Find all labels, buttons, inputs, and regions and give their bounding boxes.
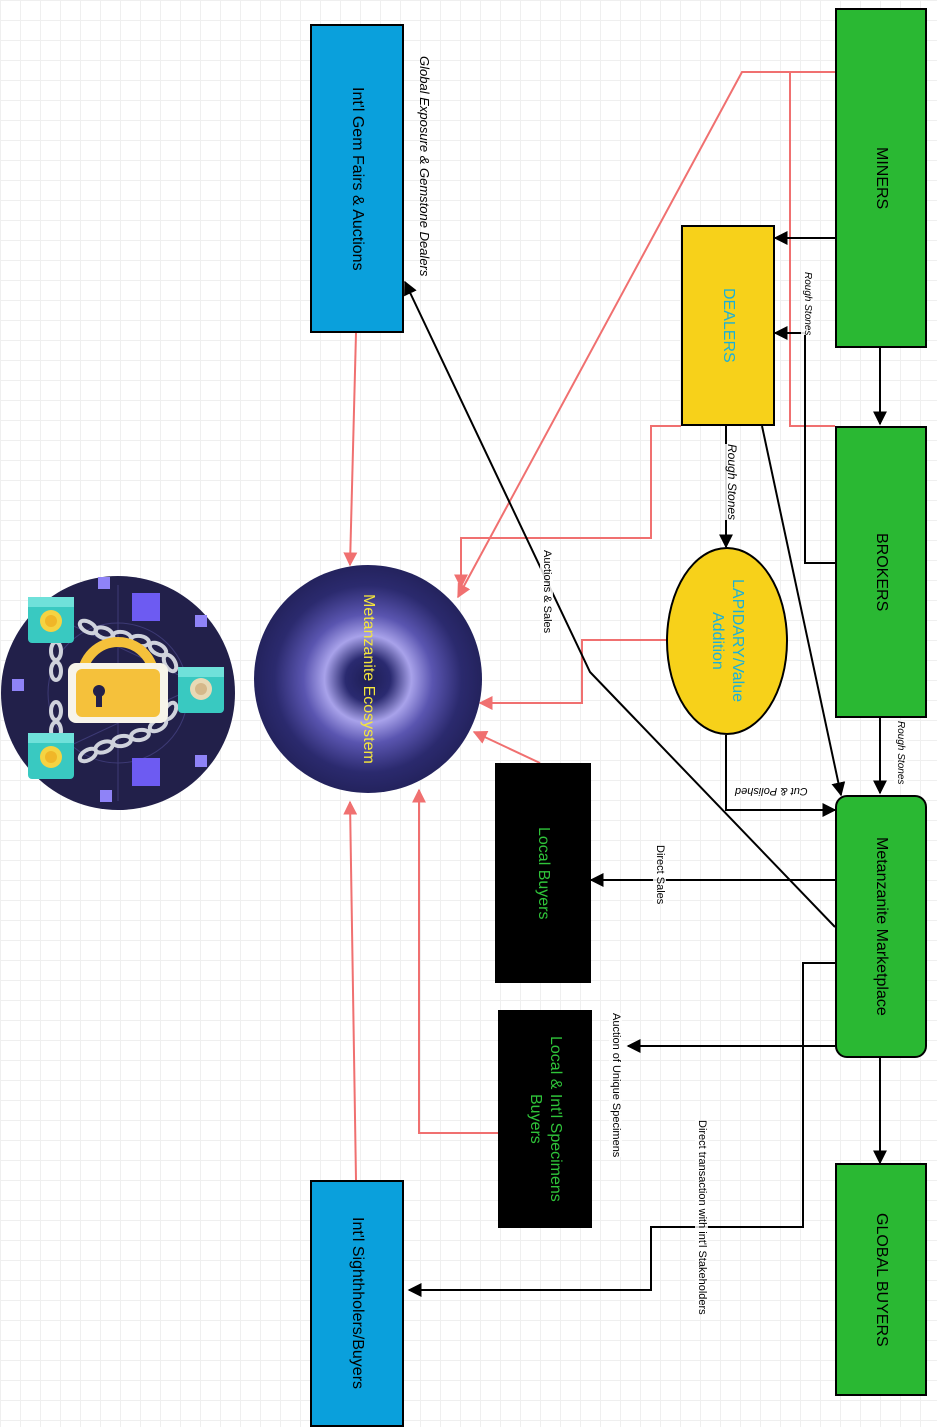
global-exposure-label: Global Exposure & Gemstone Dealers [417, 56, 432, 276]
gem-fairs-label: Int'l Gem Fairs & Auctions [347, 87, 367, 271]
edge-brokers-redloop [790, 72, 835, 426]
global-buyers-label: GLOBAL BUYERS [871, 1213, 891, 1347]
gem-fairs-node[interactable]: Int'l Gem Fairs & Auctions [310, 24, 404, 333]
dealers-node[interactable]: DEALERS [681, 225, 775, 426]
direct-sales-label: Direct Sales [653, 845, 666, 904]
miners-label: MINERS [871, 147, 891, 209]
rough-stones-label-1: Rough Stones [801, 272, 814, 335]
cut-polished-label: Cut & Polished [735, 784, 808, 797]
edge-miners-ecosystem [458, 72, 835, 597]
lapidary-node[interactable]: LAPIDARY/Value Addition [666, 547, 788, 735]
dealers-label: DEALERS [718, 288, 738, 363]
direct-transaction-label: Direct transaction with int'l Stakeholde… [695, 1120, 708, 1315]
edge-marketplace-sightholders [409, 963, 835, 1290]
rough-stones-label-2: Rough Stones [724, 444, 739, 520]
brokers-label: BROKERS [871, 533, 891, 611]
edge-localbuyers-ecosystem [474, 732, 540, 763]
edge-dealers-ecosystem [461, 426, 681, 587]
sightholders-node[interactable]: Int'l Sighthholers/Buyers [310, 1180, 404, 1427]
edge-gemfairs-ecosystem [350, 333, 356, 565]
rough-stones-label-3: Rough Stones [894, 721, 907, 784]
specimen-buyers-label: Local & Int'l Specimens Buyers [525, 1036, 565, 1202]
specimen-buyers-node[interactable]: Local & Int'l Specimens Buyers [498, 1010, 592, 1228]
lapidary-label: LAPIDARY/Value Addition [707, 579, 747, 702]
ecosystem-label: Metanzanite Ecosystem [359, 594, 377, 764]
edge-sightholders-ecosystem [350, 802, 356, 1180]
global-buyers-node[interactable]: GLOBAL BUYERS [835, 1163, 927, 1396]
sightholders-label: Int'l Sighthholers/Buyers [347, 1217, 367, 1389]
auctions-sales-label: Auctions & Sales [540, 550, 553, 633]
miners-node[interactable]: MINERS [835, 8, 927, 348]
ecosystem-node[interactable]: Metanzanite Ecosystem [254, 565, 482, 793]
marketplace-label: Metanzanite Marketplace [871, 837, 891, 1016]
edge-specimens-ecosystem [419, 790, 498, 1133]
brokers-node[interactable]: BROKERS [835, 426, 927, 718]
marketplace-node[interactable]: Metanzanite Marketplace [835, 795, 927, 1058]
edge-lapidary-marketplace [726, 735, 835, 810]
local-buyers-label: Local Buyers [533, 827, 553, 920]
local-buyers-node[interactable]: Local Buyers [495, 763, 591, 983]
blockchain-lock-icon [0, 575, 236, 811]
edge-lapidary-ecosystem [480, 640, 666, 703]
auction-unique-label: Auction of Unique Specimens [609, 1013, 622, 1157]
